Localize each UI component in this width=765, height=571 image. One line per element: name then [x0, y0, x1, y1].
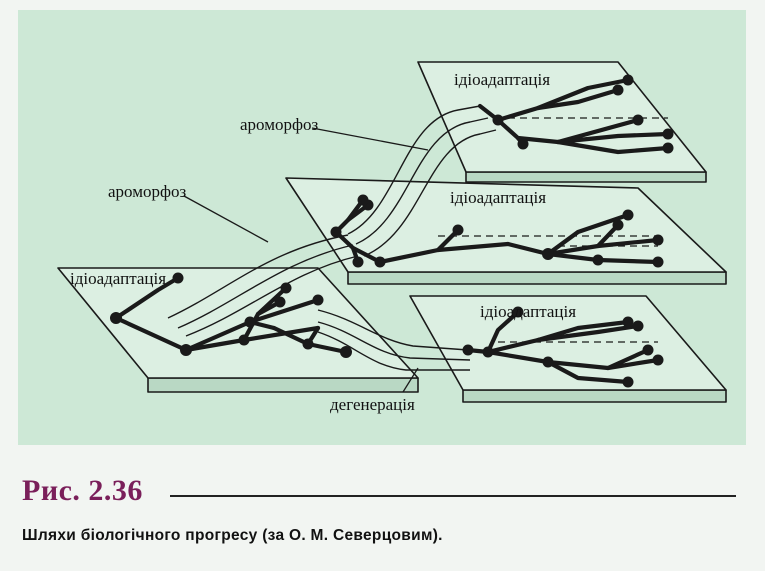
aromorphosis-lower-leader: [183, 195, 269, 243]
label-degeneration: дегенерація: [330, 395, 415, 414]
label-idioadaptation-bottom: ідіоадаптація: [480, 302, 576, 321]
top-plane-branches: [477, 74, 674, 155]
figure-caption: Шляхи біологічного прогресу (за О. М. Се…: [22, 527, 443, 544]
figure-number: Рис. 2.36: [22, 474, 143, 507]
label-idioadaptation-left: ідіоадаптація: [70, 269, 166, 288]
top-plane: [417, 61, 707, 183]
label-idioadaptation-middle: ідіоадаптація: [450, 188, 546, 207]
bottom-plane: [409, 295, 727, 403]
diagram-panel: ідіоадаптація ідіоадаптація ідіоадаптаці…: [18, 10, 746, 445]
evolution-paths-diagram: ідіоадаптація ідіоадаптація ідіоадаптаці…: [57, 61, 727, 414]
middle-plane: [285, 177, 727, 285]
caption-divider: [170, 495, 736, 497]
aromorphosis-upper-leader: [311, 127, 429, 151]
aromorphosis-tube-upper: [347, 105, 497, 257]
aromorphosis-tube-lower: [167, 234, 359, 337]
left-plane-branches: [110, 272, 352, 358]
degeneration-tube: [317, 309, 471, 371]
middle-plane-branches: [330, 194, 664, 268]
label-idioadaptation-top: ідіоадаптація: [454, 70, 550, 89]
degeneration-leader: [402, 367, 419, 393]
label-aromorphosis-upper: ароморфоз: [240, 115, 318, 134]
label-aromorphosis-lower: ароморфоз: [108, 182, 186, 201]
bottom-plane-branches: [462, 306, 664, 388]
